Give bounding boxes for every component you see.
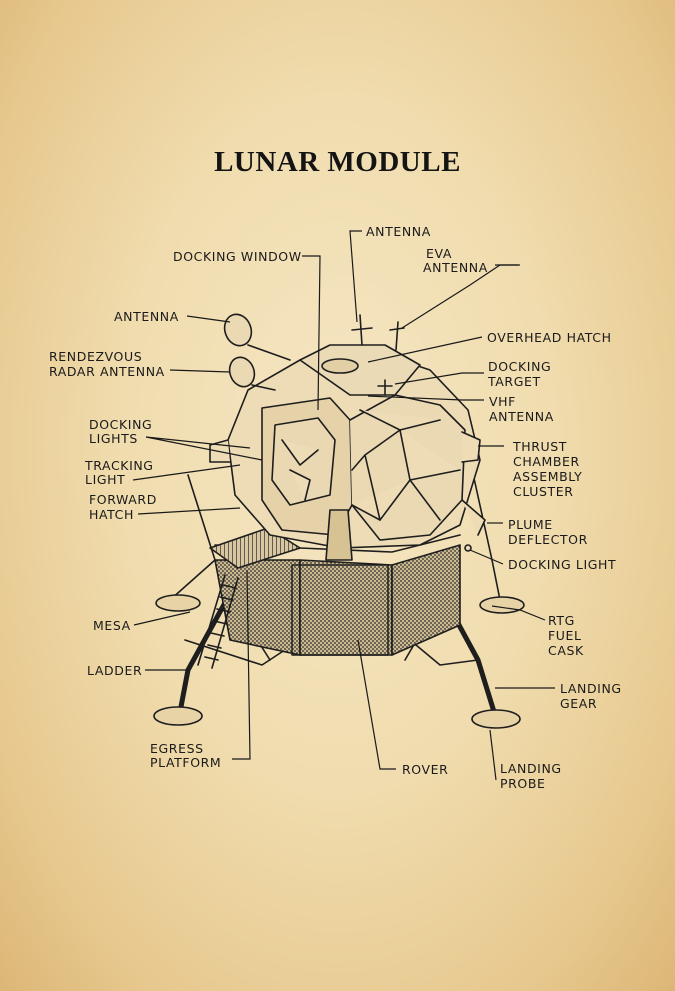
label-rendezvous-line2: RADAR ANTENNA: [49, 364, 165, 379]
label-vhf-line1: VHF: [489, 394, 516, 409]
label-rtg-line3: CASK: [548, 643, 584, 658]
label-forward-hatch-line1: FORWARD: [89, 492, 157, 507]
label-tracking-light-line1: TRACKING: [85, 458, 154, 473]
label-rtg-line1: RTG: [548, 613, 575, 628]
label-overhead-hatch: OVERHEAD HATCH: [487, 330, 612, 345]
leader-lines: [132, 230, 555, 781]
label-egress-platform-line1: EGRESS: [150, 741, 204, 756]
footpads: [153, 594, 525, 729]
label-ladder: LADDER: [87, 663, 143, 678]
label-mesa: MESA: [93, 618, 131, 633]
label-docking-lights-line1: DOCKING: [89, 417, 153, 432]
label-plume-deflector-line2: DEFLECTOR: [508, 532, 588, 547]
label-rtg-line2: FUEL: [548, 628, 582, 643]
label-docking-light: DOCKING LIGHT: [508, 557, 617, 572]
label-thrust-line1: THRUST: [513, 439, 568, 454]
label-landing-probe-line1: LANDING: [500, 761, 562, 776]
label-rover: ROVER: [402, 762, 449, 777]
label-eva-antenna-line2: ANTENNA: [423, 260, 488, 275]
page-title: LUNAR MODULE: [214, 146, 461, 178]
antennas: [223, 313, 405, 396]
label-plume-deflector-line1: PLUME: [508, 517, 553, 532]
label-landing-gear-line1: LANDING: [560, 681, 622, 696]
label-rendezvous-line1: RENDEZVOUS: [49, 349, 143, 364]
label-forward-hatch-line2: HATCH: [89, 507, 135, 522]
label-landing-probe-line2: PROBE: [500, 776, 546, 791]
ascent-stage: [209, 344, 486, 561]
label-landing-gear-line2: GEAR: [560, 696, 598, 711]
label-tracking-light-line2: LIGHT: [85, 472, 126, 487]
label-thrust-line2: CHAMBER: [513, 454, 580, 469]
label-antenna-left: ANTENNA: [114, 309, 179, 324]
label-vhf-line2: ANTENNA: [489, 409, 554, 424]
label-docking-window: DOCKING WINDOW: [173, 249, 302, 264]
label-docking-target-line2: TARGET: [488, 374, 541, 389]
egress-platform-ladder: [197, 527, 301, 669]
label-egress-platform-line2: PLATFORM: [150, 755, 222, 770]
label-thrust-line3: ASSEMBLY: [513, 469, 583, 484]
label-docking-target-line1: DOCKING: [488, 359, 552, 374]
label-antenna-top: ANTENNA: [366, 224, 431, 239]
label-docking-lights-line2: LIGHTS: [89, 431, 138, 446]
label-eva-antenna-line1: EVA: [426, 246, 453, 261]
label-thrust-line4: CLUSTER: [513, 484, 574, 499]
